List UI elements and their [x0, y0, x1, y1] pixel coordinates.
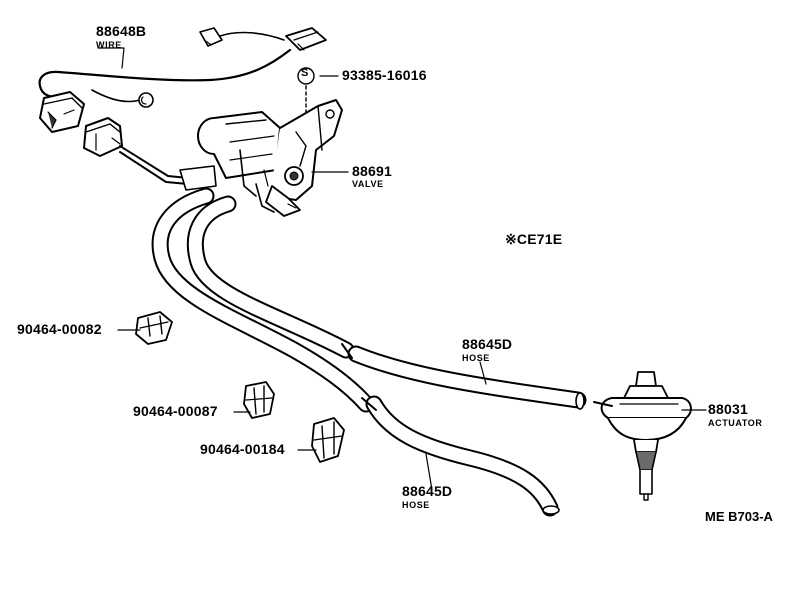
screw-part-number: 93385-16016 — [342, 67, 427, 83]
actuator — [593, 371, 692, 501]
valve-part-number: 88691 — [352, 163, 392, 179]
clamp-00082 — [135, 311, 173, 345]
actuator-part-number: 88031 — [708, 401, 748, 417]
valve-assembly — [197, 99, 343, 217]
clamp-00082-part-number: 90464-00082 — [17, 321, 102, 337]
screw-symbol-circle — [297, 67, 315, 85]
screw-symbol: S — [301, 67, 309, 79]
wire-part-number: 88648B — [96, 23, 147, 39]
clamp-00087-part-number: 90464-00087 — [133, 403, 218, 419]
valve-connector — [83, 117, 217, 191]
hose-upper-part-number: 88645D — [462, 336, 513, 352]
figure-reference: ME B703-A — [705, 509, 773, 524]
hose-lower-label: HOSE — [402, 500, 430, 510]
wire-harness — [38, 27, 327, 133]
hose-lines — [151, 187, 587, 517]
clamp-00184 — [311, 417, 345, 463]
clamp-00087 — [243, 381, 275, 419]
wire-label: WIRE — [96, 40, 122, 50]
actuator-label: ACTUATOR — [708, 418, 763, 428]
hose-lower-part-number: 88645D — [402, 483, 453, 499]
valve-label: VALVE — [352, 179, 384, 189]
leader-lines — [97, 47, 707, 491]
clamp-00184-part-number: 90464-00184 — [200, 441, 285, 457]
hose-upper-label: HOSE — [462, 353, 490, 363]
engine-code: ※CE71E — [505, 231, 563, 247]
